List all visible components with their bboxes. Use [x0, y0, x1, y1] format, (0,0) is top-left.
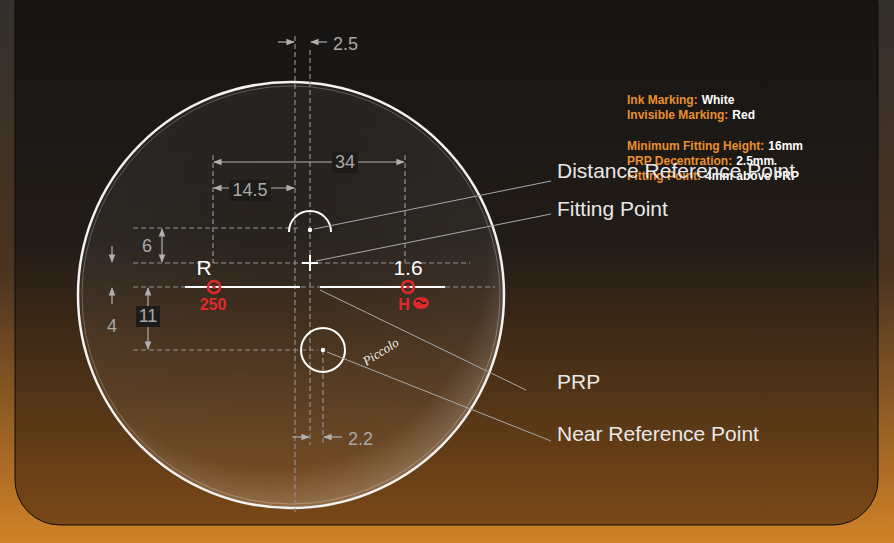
leader-lines	[314, 181, 551, 441]
brand-logo	[413, 297, 429, 309]
callout-label: Fitting Point	[557, 197, 668, 221]
brand-code: H	[398, 296, 410, 314]
side-mark: R	[196, 256, 211, 280]
panel	[15, 0, 878, 525]
marking-value: White	[702, 93, 735, 107]
dimension-arrows	[112, 42, 404, 437]
dimension: 34	[332, 152, 358, 173]
dimension: 2.2	[348, 429, 373, 450]
dimension: 6	[142, 236, 152, 257]
add-code: 250	[200, 296, 227, 314]
invisible-dot	[212, 285, 216, 289]
spec-value: 16mm	[768, 139, 803, 153]
lens-rim	[82, 86, 500, 504]
distance-dot	[308, 228, 312, 232]
dimension: 11	[136, 306, 161, 327]
invisible-markings	[208, 281, 414, 293]
near-dot	[321, 348, 325, 352]
index-mark: 1.6	[393, 256, 422, 280]
callout-label: PRP	[557, 370, 600, 394]
invisible-dot	[406, 285, 410, 289]
dimension: 14.5	[229, 180, 270, 201]
spec-key: Minimum Fitting Height:	[627, 139, 764, 153]
callout-label: Distance Reference Point	[557, 159, 795, 183]
dimension: 2.5	[333, 34, 358, 55]
marking-value: Red	[732, 108, 755, 122]
guide-lines	[133, 36, 495, 512]
dimension: 4	[107, 316, 117, 337]
marking-key: Invisible Marking:	[627, 108, 728, 122]
marking-key: Ink Marking:	[627, 93, 698, 107]
ink-markings	[185, 211, 445, 372]
callout-label: Near Reference Point	[557, 422, 759, 446]
lens-outline	[78, 82, 504, 508]
